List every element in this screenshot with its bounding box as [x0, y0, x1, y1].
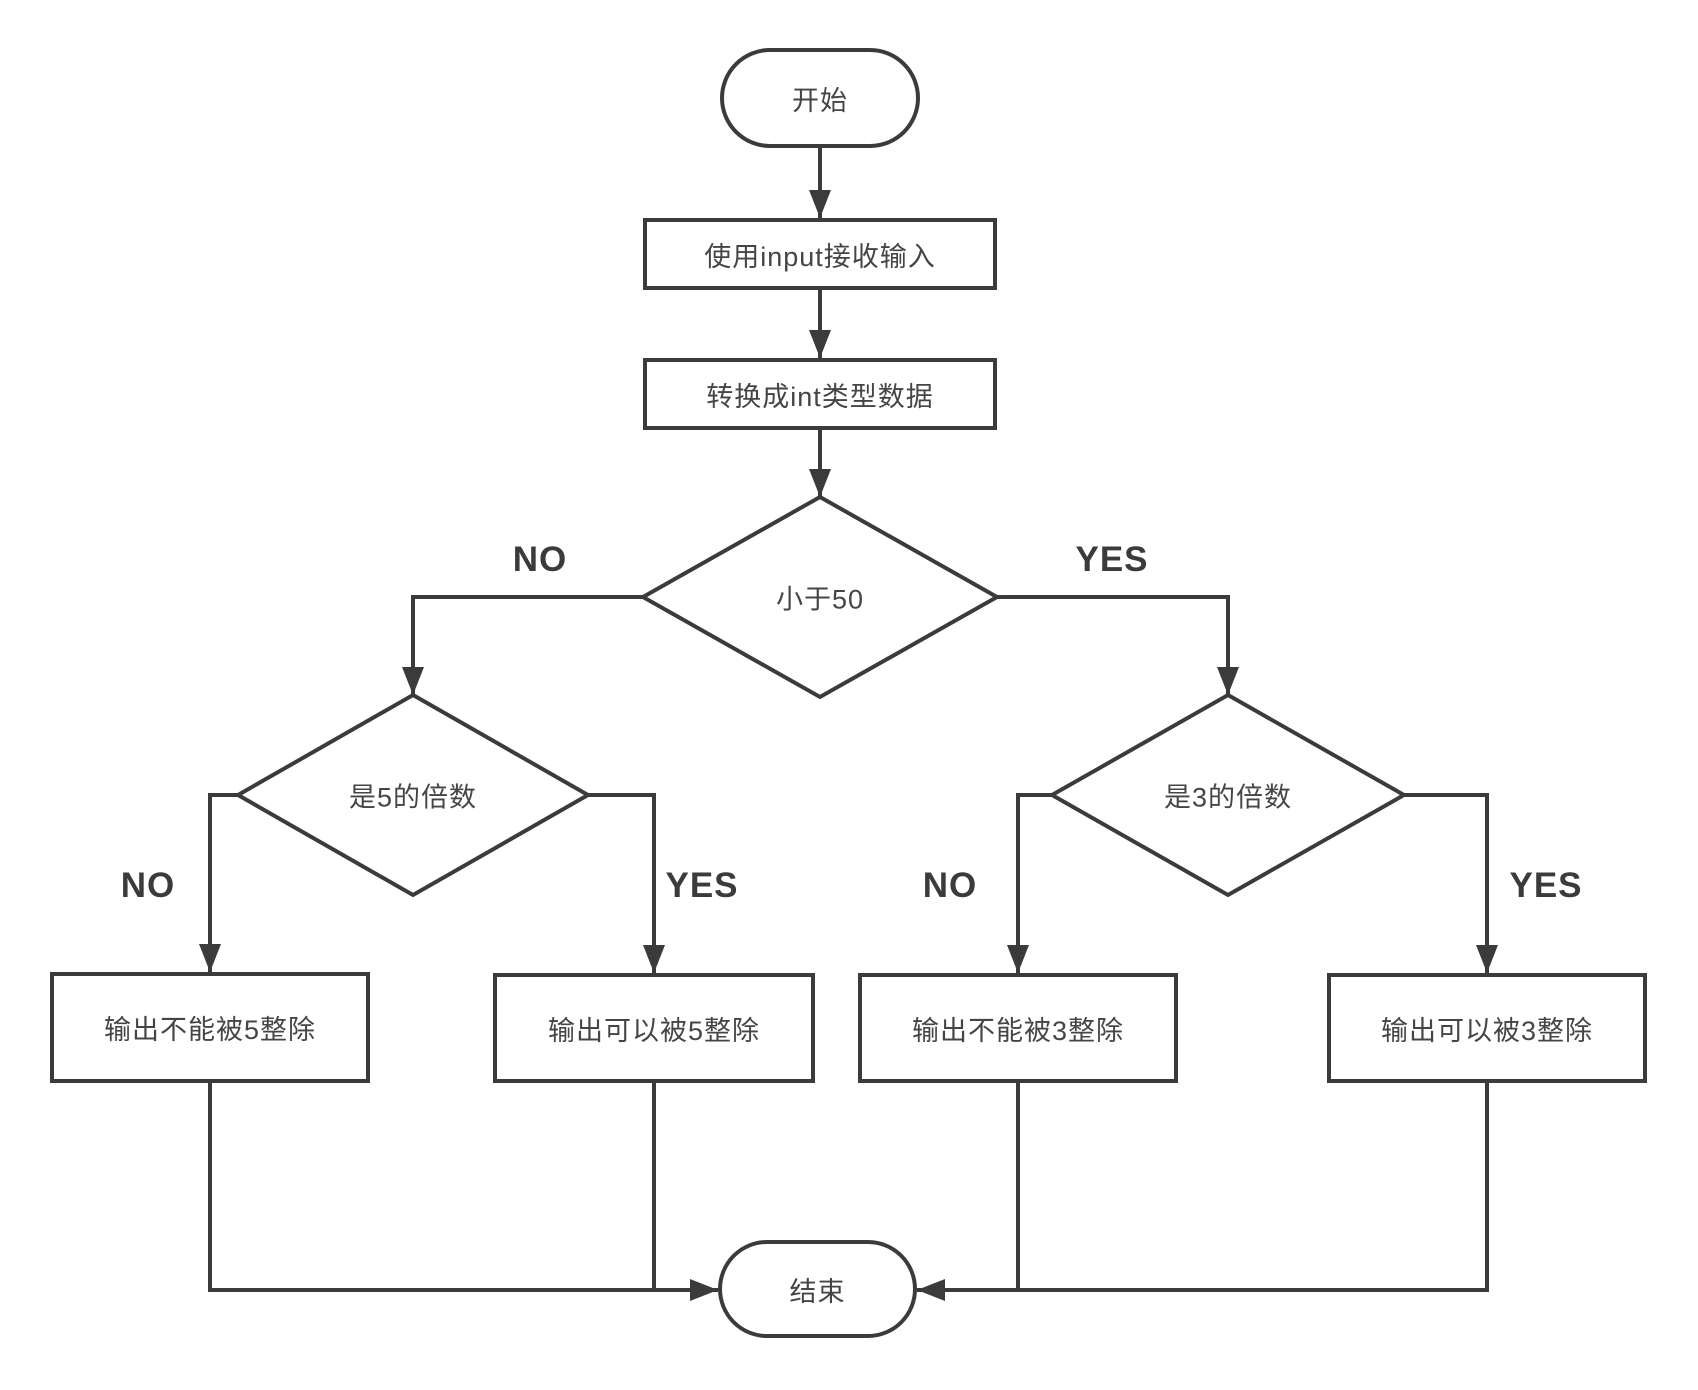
node-output-divisible-by-3: 输出可以被3整除 [1327, 973, 1647, 1083]
node-input-process: 使用input接收输入 [643, 218, 997, 290]
node-output-divisible-by-5: 输出可以被5整除 [493, 973, 815, 1083]
edge-mul3-yes-to-yes3 [1404, 793, 1498, 973]
edge-lt50-no-to-mul5 [402, 595, 643, 695]
node-output-not-divisible-by-3: 输出不能被3整除 [858, 973, 1178, 1083]
branch-label-mul3-no: NO [922, 866, 978, 905]
decision-mul3-shape [1047, 692, 1409, 898]
branch-label-mul5-no: NO [120, 866, 176, 905]
decision-lt50-label: 小于50 [775, 584, 865, 615]
branch-label-lt50-no: NO [512, 540, 568, 579]
node-convert-process: 转换成int类型数据 [643, 358, 997, 430]
decision-mul3-label: 是3的倍数 [1163, 782, 1293, 813]
edge-lt50-yes-to-mul3 [997, 595, 1239, 695]
branch-label-mul5-yes: YES [665, 866, 739, 905]
edge-no5-to-end [208, 1083, 718, 1301]
node-end: 结束 [718, 1240, 917, 1338]
edge-mul5-yes-to-yes5 [588, 793, 665, 973]
decision-lt50-shape [638, 494, 1002, 700]
decision-mul5-label: 是5的倍数 [348, 782, 478, 813]
node-start: 开始 [720, 48, 920, 148]
node-output-not-divisible-by-5: 输出不能被5整除 [50, 972, 370, 1083]
edge-yes3-to-end [917, 1083, 1489, 1301]
edge-mul3-no-to-no3 [1007, 793, 1052, 973]
edge-mul5-no-to-no5 [199, 793, 238, 972]
branch-label-mul3-yes: YES [1509, 866, 1583, 905]
branch-label-lt50-yes: YES [1075, 540, 1149, 579]
decision-mul5-shape [233, 692, 593, 898]
